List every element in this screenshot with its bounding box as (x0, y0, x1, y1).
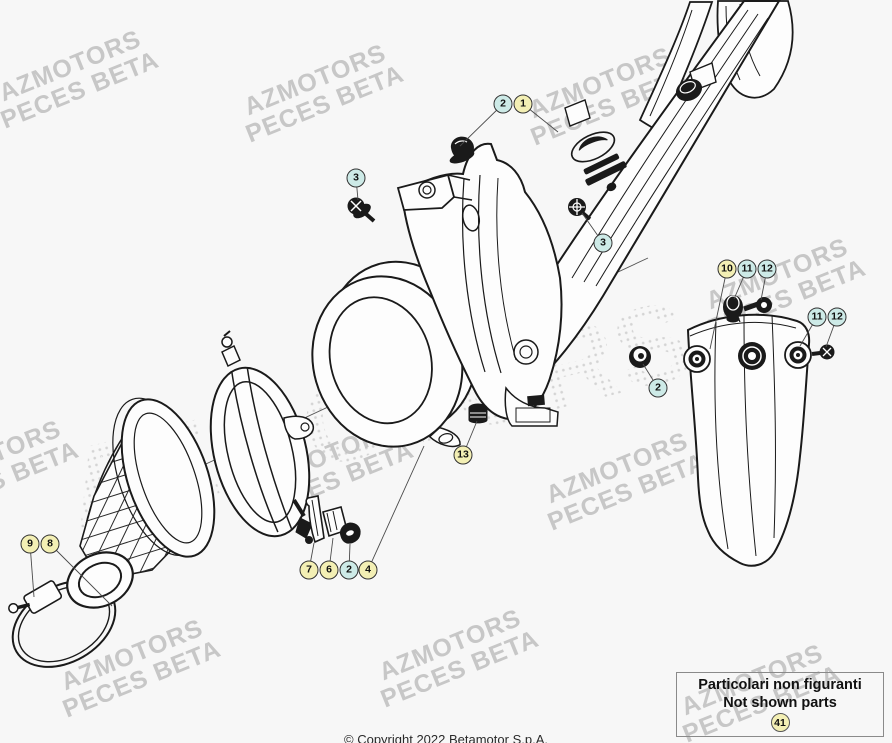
rubber-cap-part-2 (449, 136, 475, 164)
rear-mudguard (683, 311, 811, 567)
not-shown-parts-box: Particolari non figuranti Not shown part… (676, 672, 884, 737)
air-filter-element (66, 397, 216, 609)
note-line-italian: Particolari non figuranti (698, 677, 862, 693)
bracket-parts-7-6-2 (305, 495, 361, 544)
frame-and-airbox (396, 0, 794, 427)
beta-decal (570, 131, 627, 192)
screw-part-12-upper (743, 297, 772, 313)
not-shown-count-badge: 41 (770, 713, 790, 732)
screw-part-3-left (347, 197, 376, 223)
grommet-part-11-lower (784, 341, 812, 369)
rubber-plug-part-13 (468, 403, 488, 424)
grommet-part-2-mid (629, 346, 651, 368)
note-line-english: Not shown parts (723, 695, 837, 711)
grommet-part-11-upper (723, 295, 743, 323)
filter-cage (209, 330, 315, 544)
screw-part-3-right (568, 198, 592, 221)
copyright-text: © Copyright 2022 Betamotor S.p.A. (344, 732, 548, 743)
screw-part-12-lower (811, 344, 835, 360)
